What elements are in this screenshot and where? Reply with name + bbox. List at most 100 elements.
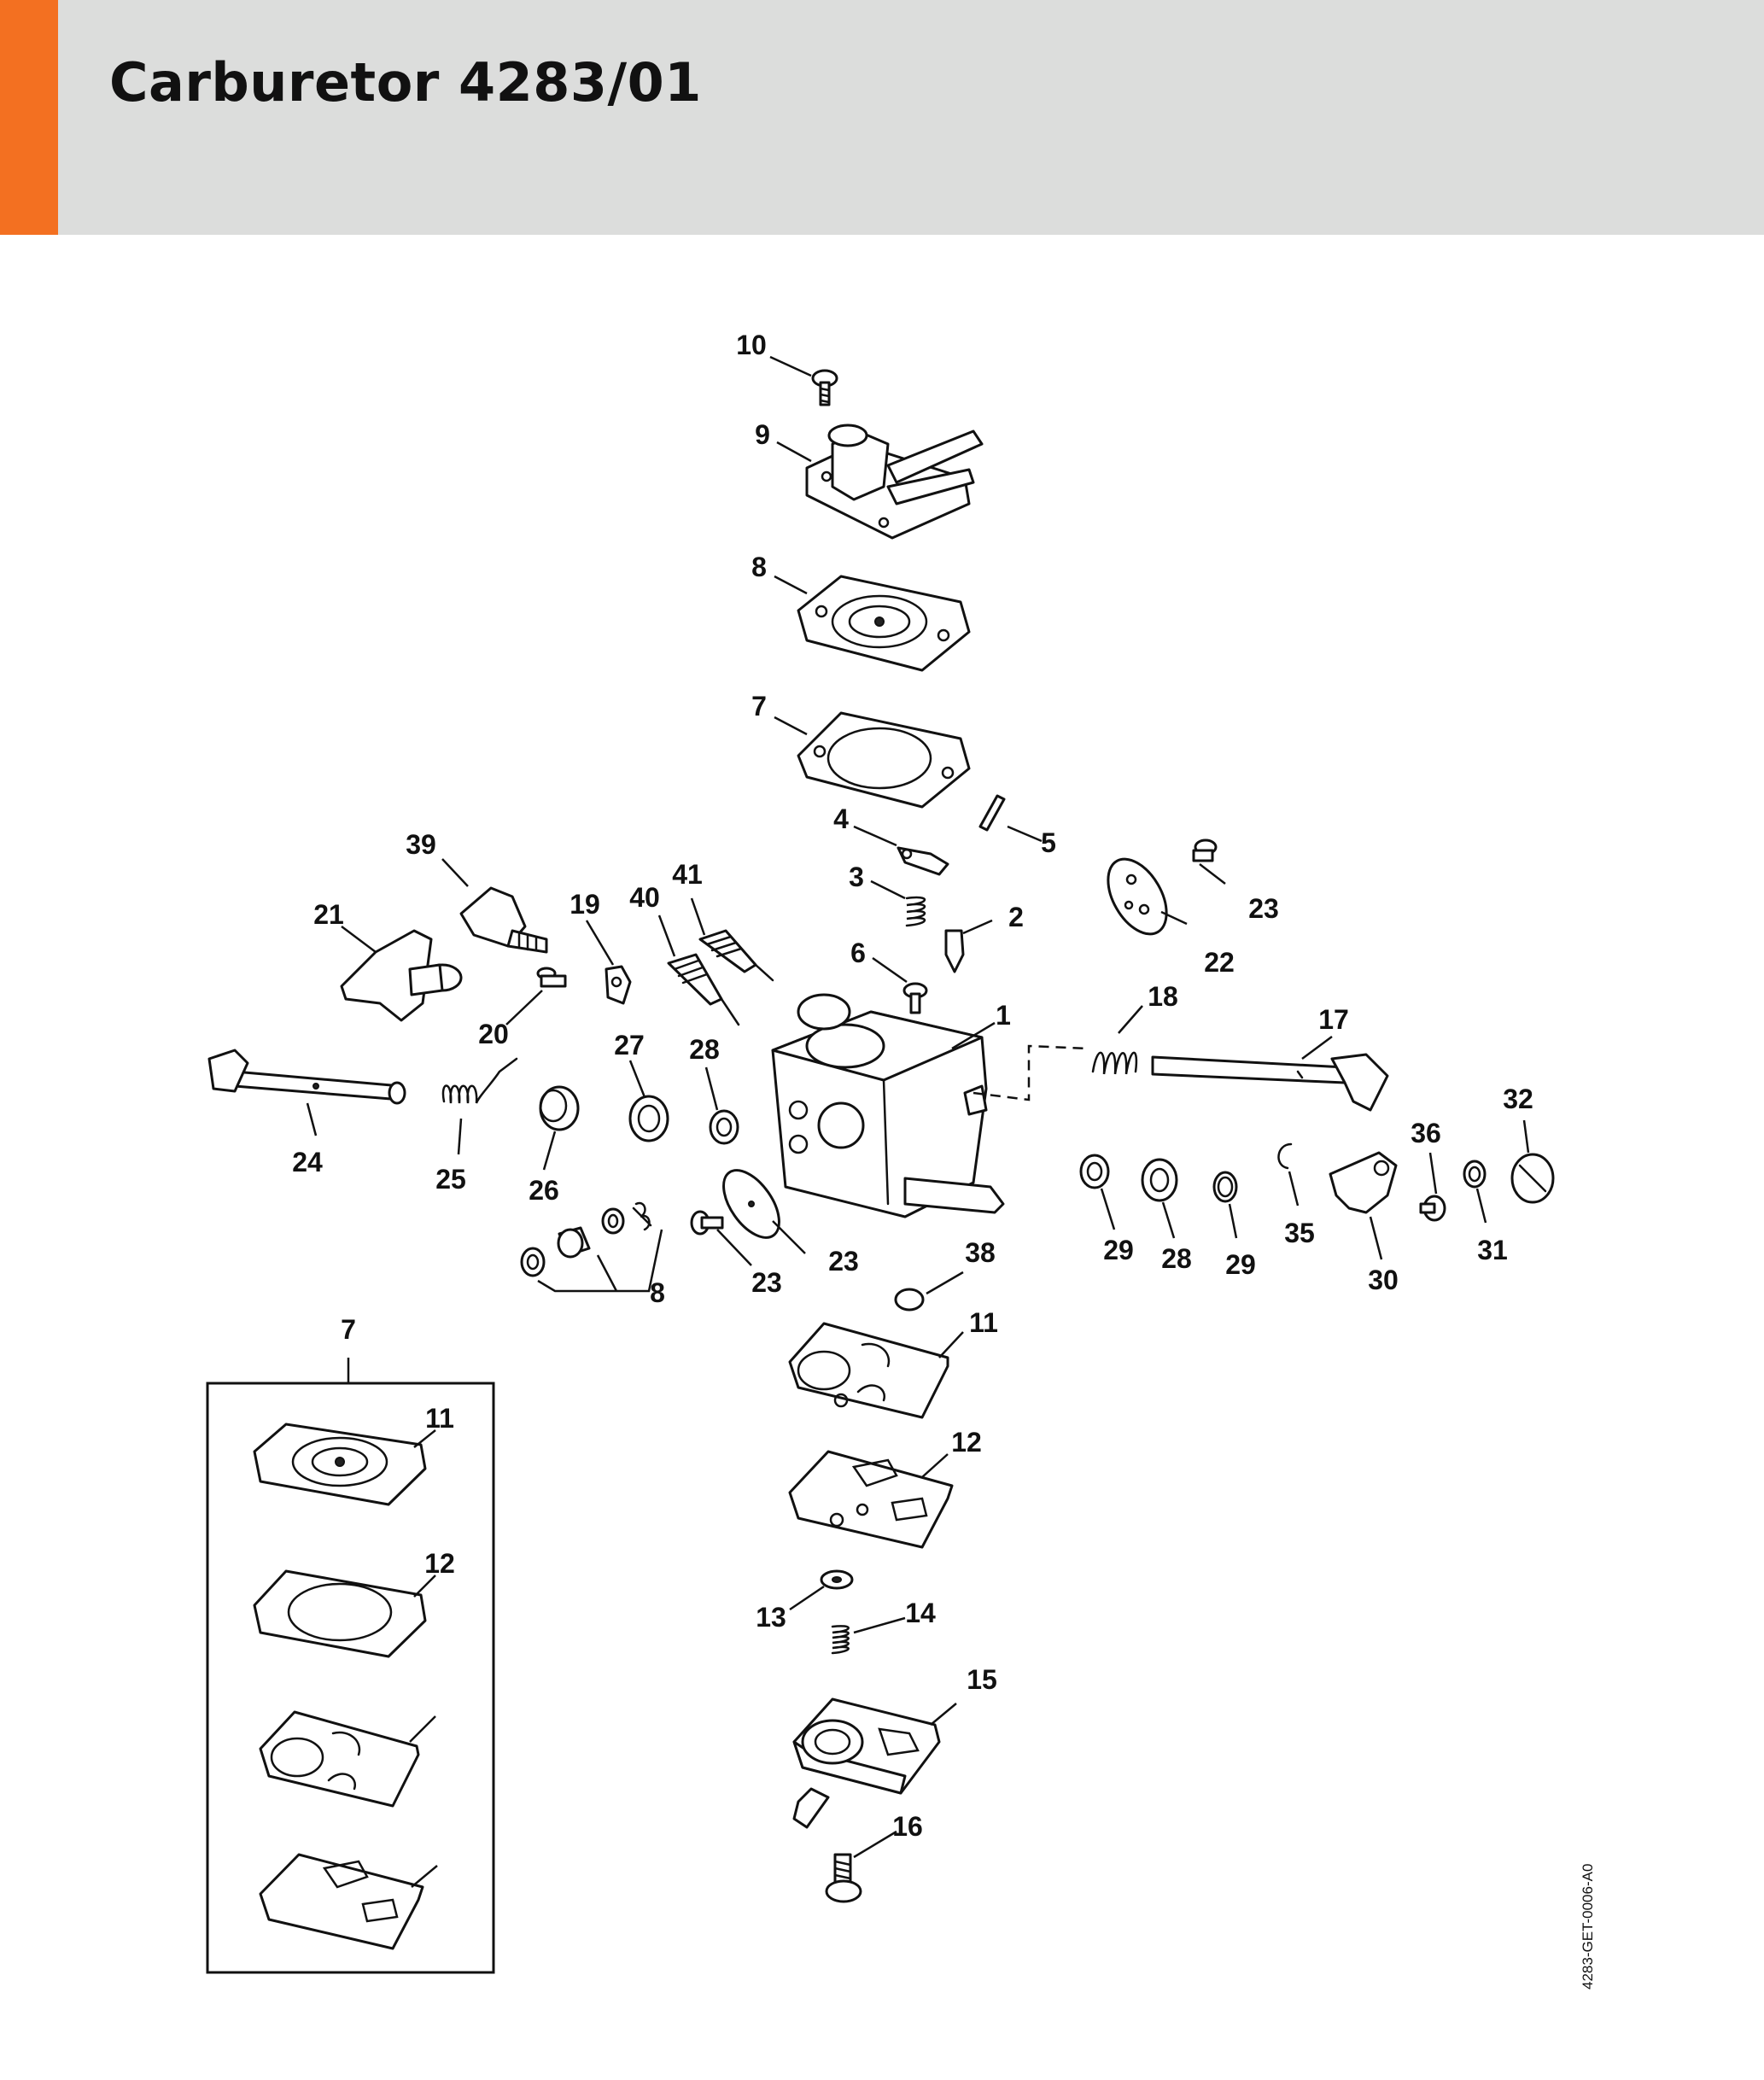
- label-part-29-left: 28: [689, 1034, 720, 1065]
- header-accent-bar: [0, 0, 58, 235]
- label-part-33: 32: [1503, 1084, 1533, 1114]
- cap-part-27: [539, 1085, 580, 1131]
- label-part-5: 5: [1041, 827, 1056, 858]
- label-part-14: 14: [905, 1598, 936, 1628]
- kit-box-41: [206, 1382, 495, 1974]
- label-part-38: 40: [629, 882, 660, 913]
- diaphragm-part-8: [797, 575, 971, 672]
- label-part-4: 4: [833, 803, 849, 834]
- label-part-13: 13: [756, 1602, 786, 1633]
- label-part-6: 6: [850, 938, 866, 968]
- label-part-29-right: 29: [1103, 1235, 1134, 1265]
- label-part-12: 12: [951, 1427, 982, 1458]
- clip-part-34: [1277, 1142, 1293, 1170]
- washer-part-13: [820, 1569, 854, 1590]
- spring-part-18: [1091, 1051, 1138, 1075]
- label-part-31: 30: [1368, 1265, 1399, 1295]
- knob-part-37: [459, 886, 548, 954]
- label-part-25: 24: [292, 1147, 323, 1177]
- label-part-30: 29: [1225, 1249, 1256, 1280]
- bracket-part-21: [340, 929, 463, 1022]
- label-part-10: 10: [736, 330, 767, 360]
- label-part-37: 39: [406, 829, 436, 860]
- cap-part-33: [1510, 1153, 1555, 1204]
- disc-part-22: [1107, 857, 1168, 936]
- spring-part-3: [905, 896, 926, 927]
- metering-cover-part-15: [792, 1697, 941, 1829]
- washer-part-32: [1463, 1160, 1487, 1189]
- label-part-8: 8: [751, 552, 767, 582]
- spring-part-26: [441, 1057, 518, 1104]
- label-part-19: 19: [570, 889, 600, 920]
- screw-part-23-lower: [690, 1210, 724, 1236]
- pump-cover-part-9: [805, 424, 984, 540]
- label-part-22: 22: [1204, 947, 1235, 978]
- part-number-24: 23: [828, 1246, 859, 1277]
- page-title: Carburetor 4283/01: [109, 51, 702, 114]
- label-part-41: 7: [341, 1314, 356, 1345]
- label-part-11: 11: [969, 1307, 998, 1338]
- spring-part-14: [831, 1625, 850, 1655]
- reference-code: 4283-GET-0006-A0: [1580, 1864, 1596, 1989]
- seal-part-28-right: [1141, 1158, 1178, 1202]
- label-part-32: 31: [1477, 1235, 1508, 1265]
- idle-screw-part-38: [667, 953, 740, 1026]
- label-part-3: 3: [849, 862, 864, 892]
- screw-part-16: [825, 1853, 862, 1903]
- washer-part-29-left: [709, 1109, 739, 1145]
- lever-part-31: [1329, 1151, 1398, 1214]
- seal-part-28-left: [628, 1095, 669, 1142]
- screw-part-35: [1419, 1195, 1446, 1222]
- label-part-23-upper: 23: [1248, 893, 1279, 924]
- label-part-28-right: 28: [1161, 1243, 1192, 1274]
- screw-part-6: [902, 982, 928, 1014]
- label-part-27: 26: [529, 1175, 559, 1206]
- plug-part-36: [894, 1288, 925, 1312]
- kit-gasket-11: [259, 1710, 420, 1808]
- kit-gasket-12: [259, 1853, 424, 1950]
- label-part-28-left: 27: [614, 1030, 645, 1060]
- label-part-1: 1: [996, 1000, 1011, 1031]
- gasket-part-11: [788, 1322, 949, 1419]
- kit-part-40: [520, 1201, 652, 1277]
- page-header: [0, 0, 1764, 235]
- label-part-17: 17: [1318, 1004, 1349, 1035]
- screw-part-20: [536, 967, 567, 988]
- disc-part-24: [722, 1169, 780, 1239]
- label-kit-8: 11: [425, 1403, 454, 1434]
- label-part-23-lower: 23: [751, 1267, 782, 1298]
- label-part-39: 41: [672, 859, 703, 890]
- dashed-link: [973, 1044, 1089, 1101]
- screw-part-10: [811, 369, 838, 406]
- label-part-9: 9: [755, 419, 770, 450]
- inlet-needle-part-2: [944, 929, 965, 973]
- label-part-36: 38: [965, 1237, 996, 1268]
- leader-lines: [306, 355, 1530, 1888]
- ring-part-30: [1212, 1171, 1238, 1203]
- throttle-shaft-part-17: [1151, 1053, 1389, 1112]
- pin-part-5: [978, 794, 1006, 832]
- label-part-34: 35: [1284, 1218, 1315, 1248]
- clip-part-19: [605, 965, 632, 1005]
- label-part-2: 2: [1008, 902, 1024, 932]
- adjust-screw-part-39: [698, 929, 774, 982]
- gasket-part-12: [788, 1450, 954, 1549]
- label-part-18: 18: [1148, 981, 1178, 1012]
- washer-part-29-right: [1079, 1154, 1110, 1189]
- choke-shaft-part-25: [207, 1049, 406, 1105]
- lever-part-4: [897, 846, 949, 876]
- kit-diaphragm-8: [253, 1423, 427, 1506]
- label-kit-7: 12: [424, 1548, 455, 1579]
- label-part-16: 16: [892, 1811, 923, 1842]
- label-part-15: 15: [967, 1664, 997, 1695]
- label-part-20: 20: [478, 1019, 509, 1049]
- label-part-35: 36: [1411, 1118, 1441, 1148]
- kit-gasket-7: [253, 1569, 427, 1658]
- label-part-7: 7: [751, 691, 767, 722]
- carburetor-body-part-1: [771, 993, 1005, 1218]
- label-part-26: 25: [435, 1164, 466, 1195]
- screw-part-23-upper: [1192, 838, 1218, 862]
- label-part-21: 21: [313, 899, 344, 930]
- gasket-part-7: [797, 711, 971, 809]
